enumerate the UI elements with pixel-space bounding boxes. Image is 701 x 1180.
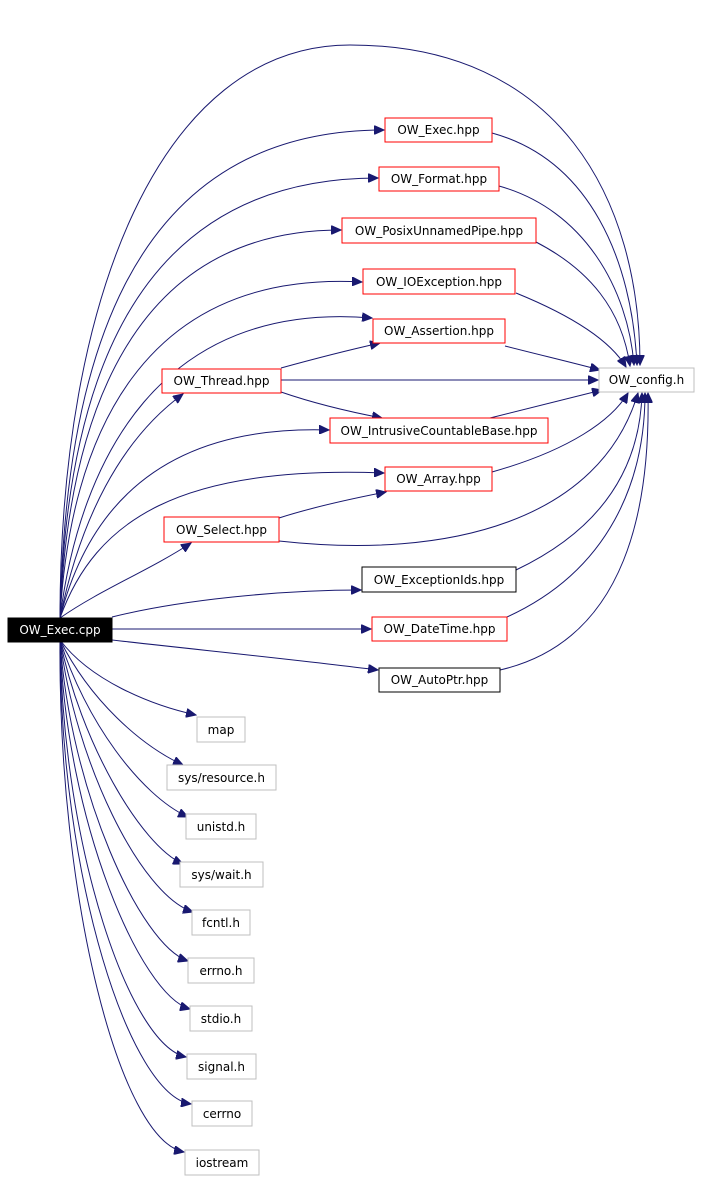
edge-root-to-ioexception-hpp (59, 281, 362, 619)
node-stdio-h[interactable]: stdio.h (189, 1005, 253, 1032)
node-ow-exec-hpp[interactable]: OW_Exec.hpp (384, 117, 493, 143)
node-label: errno.h (200, 964, 243, 978)
node-unistd-h[interactable]: unistd.h (185, 813, 257, 840)
node-ow-array-hpp[interactable]: OW_Array.hpp (384, 466, 493, 492)
node-label: OW_Assertion.hpp (384, 324, 494, 338)
node-ow-thread-hpp[interactable]: OW_Thread.hpp (161, 368, 282, 394)
node-ow-select-hpp[interactable]: OW_Select.hpp (163, 516, 280, 543)
edge-root-to-intrusive-hpp (59, 430, 329, 619)
node-label: map (208, 723, 235, 737)
node-ow-config-h[interactable]: OW_config.h (598, 367, 695, 393)
edge-root-to-format-hpp (59, 178, 378, 619)
node-label: OW_AutoPtr.hpp (391, 673, 489, 687)
node-label: signal.h (198, 1060, 245, 1074)
node-label: sys/resource.h (178, 771, 265, 785)
node-map[interactable]: map (196, 716, 246, 743)
node-label: OW_Array.hpp (396, 472, 481, 486)
edge-select-hpp-to-array-hpp (278, 492, 386, 519)
node-ow-exception-ids-hpp[interactable]: OW_ExceptionIds.hpp (361, 566, 517, 593)
node-label: OW_Thread.hpp (174, 374, 270, 388)
edge-exceptionids-hpp-to-config (515, 393, 642, 571)
node-fcntl-h[interactable]: fcntl.h (191, 909, 251, 936)
edges (59, 44, 648, 1152)
edge-root-to-exec-hpp (59, 130, 384, 619)
edge-root-to-autoptr-hpp (111, 639, 378, 670)
node-label: OW_config.h (609, 373, 684, 387)
edge-assertion-hpp-to-config (504, 345, 600, 370)
edge-autoptr-hpp-to-config (499, 393, 648, 671)
node-label: unistd.h (197, 820, 246, 834)
node-label: OW_IOException.hpp (376, 275, 502, 289)
edge-root-to-assertion-hpp (59, 317, 372, 619)
edge-root-to-exceptionids-hpp (111, 590, 361, 618)
node-ow-exec-cpp[interactable]: OW_Exec.cpp (7, 617, 113, 643)
edge-select-hpp-to-config (278, 393, 638, 546)
edge-root-to-errno-h (59, 639, 188, 961)
edge-root-to-sys-wait-h (59, 639, 183, 864)
node-ow-intrusive-countable-base-hpp[interactable]: OW_IntrusiveCountableBase.hpp (329, 417, 549, 444)
node-ow-ioexception-hpp[interactable]: OW_IOException.hpp (362, 268, 516, 295)
node-label: OW_Select.hpp (176, 523, 267, 537)
edge-root-to-cerrno (59, 639, 191, 1104)
edge-root-to-sys-resource-h (59, 639, 183, 765)
nodes: OW_Exec.cpp OW_Exec.hpp OW_Format.hpp OW… (7, 117, 695, 1176)
node-signal-h[interactable]: signal.h (186, 1053, 257, 1080)
node-ow-posix-unnamed-pipe-hpp[interactable]: OW_PosixUnnamedPipe.hpp (341, 217, 537, 244)
node-label: cerrno (203, 1107, 241, 1121)
edge-root-to-unistd-h (59, 639, 188, 817)
edge-root-to-iostream (59, 639, 184, 1152)
edge-root-to-thread-hpp (59, 394, 183, 619)
edge-datetime-hpp-to-config (506, 393, 645, 618)
node-cerrno[interactable]: cerrno (191, 1100, 253, 1127)
node-ow-autoptr-hpp[interactable]: OW_AutoPtr.hpp (378, 667, 501, 693)
node-label: OW_Format.hpp (391, 172, 487, 186)
edge-root-to-posix-pipe-hpp (59, 230, 341, 619)
edge-exec-hpp-to-config (491, 132, 637, 365)
edge-root-to-fcntl-h (59, 639, 193, 912)
edge-intrusive-hpp-to-config (489, 390, 602, 419)
node-label: iostream (196, 1156, 249, 1170)
edge-posix-pipe-hpp-to-config (535, 241, 630, 366)
node-sys-resource-h[interactable]: sys/resource.h (166, 764, 277, 791)
node-ow-datetime-hpp[interactable]: OW_DateTime.hpp (371, 616, 508, 642)
node-label: OW_Exec.hpp (397, 123, 479, 137)
node-label: fcntl.h (202, 916, 240, 930)
node-label: OW_IntrusiveCountableBase.hpp (341, 424, 538, 438)
node-label: OW_ExceptionIds.hpp (374, 573, 504, 587)
edge-root-to-select-hpp (59, 543, 191, 619)
edge-thread-hpp-to-assertion-hpp (280, 343, 380, 369)
node-label: OW_PosixUnnamedPipe.hpp (355, 224, 523, 238)
node-ow-assertion-hpp[interactable]: OW_Assertion.hpp (372, 318, 506, 344)
edge-root-to-stdio-h (59, 639, 190, 1009)
edge-thread-hpp-to-intrusive-hpp (280, 391, 382, 418)
node-ow-format-hpp[interactable]: OW_Format.hpp (378, 166, 500, 192)
edge-root-to-array-hpp (59, 472, 384, 619)
edge-array-hpp-to-config (491, 393, 628, 473)
node-iostream[interactable]: iostream (184, 1149, 260, 1176)
node-errno-h[interactable]: errno.h (187, 957, 255, 984)
edge-root-to-signal-h (59, 639, 186, 1057)
node-label: sys/wait.h (191, 868, 251, 882)
edge-root-to-config (59, 44, 640, 619)
edge-format-hpp-to-config (498, 185, 634, 365)
node-label: OW_DateTime.hpp (383, 622, 495, 636)
node-label: stdio.h (201, 1012, 241, 1026)
node-sys-wait-h[interactable]: sys/wait.h (179, 861, 264, 888)
edge-root-to-map (59, 639, 196, 715)
edge-ioexception-hpp-to-config (515, 292, 626, 367)
node-label: OW_Exec.cpp (19, 623, 100, 637)
